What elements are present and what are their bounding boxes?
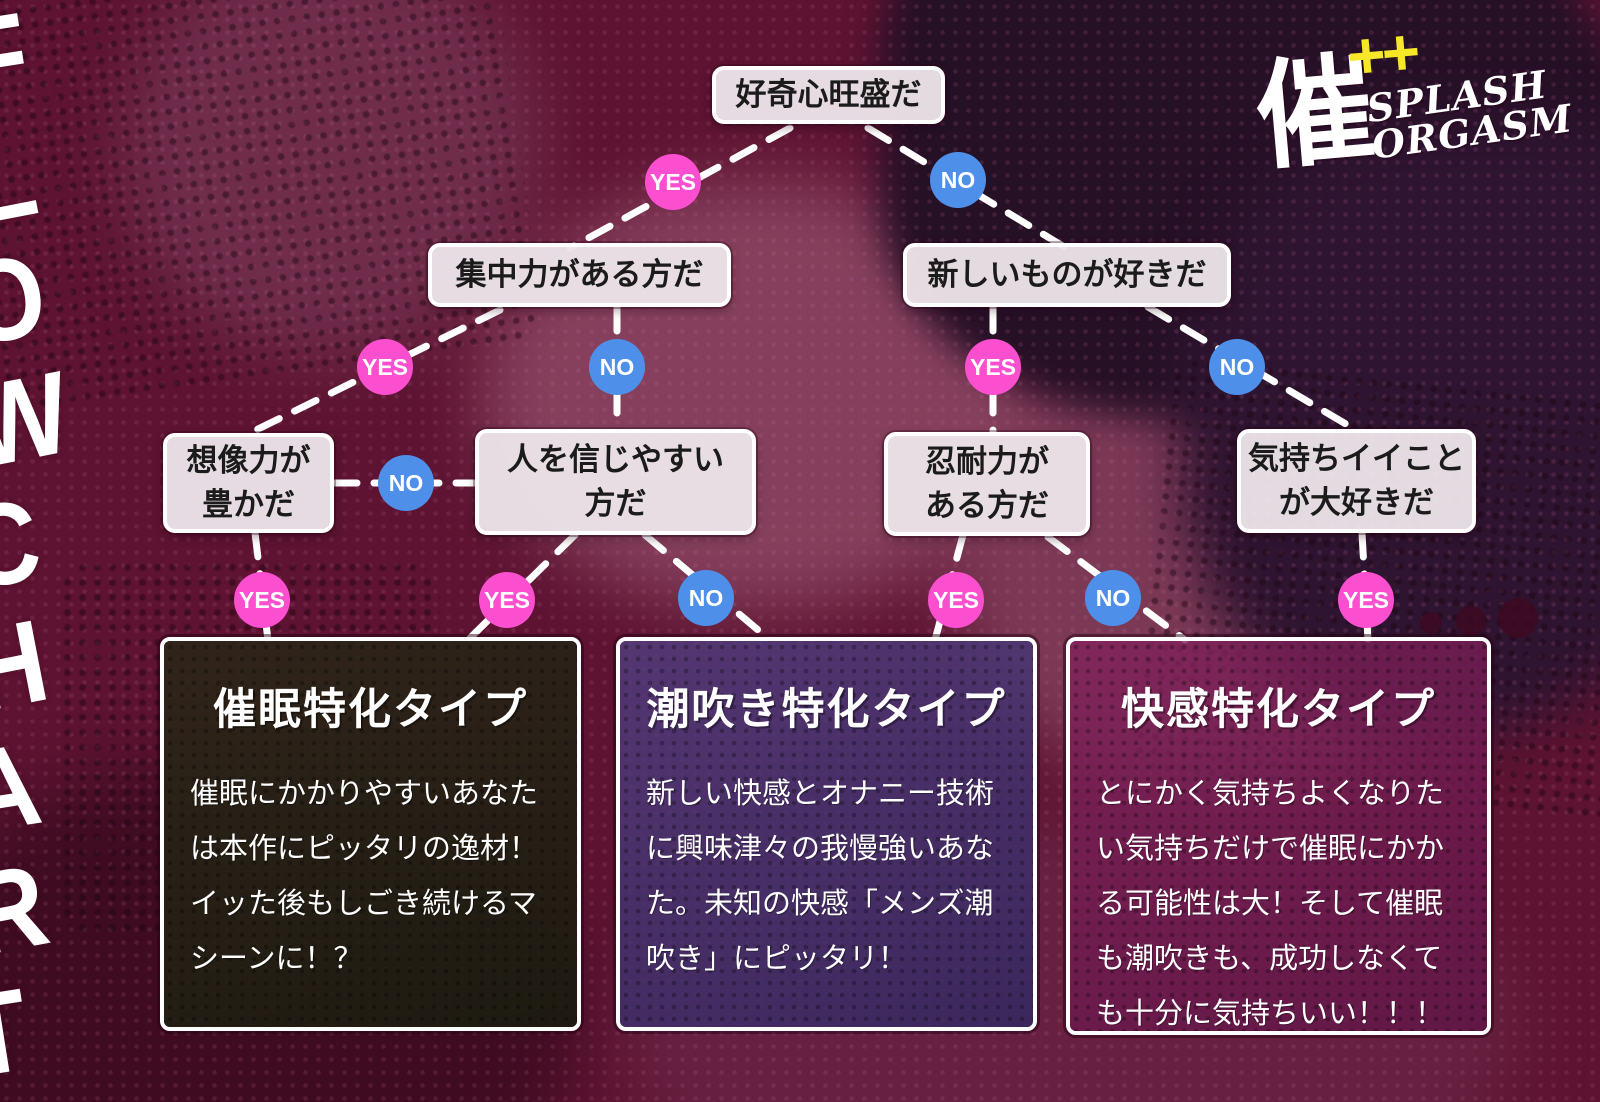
connector-trusting-yes-result1 (464, 531, 579, 644)
result-description: 新しい快感とオナニー技術に興味津々の我慢強いあなた。未知の快感「メンズ潮吹き」に… (646, 778, 995, 976)
result-description: 催眠にかかりやすいあなたは本作にピッタリの逸材！イッた後もしごき続けるマシーンに… (190, 778, 539, 976)
result-card-squirting-type: 潮吹き特化タイプ 新しい快感とオナニー技術に興味津々の我慢強いあなた。未知の快感… (616, 637, 1037, 1031)
question-node-trusting: 人を信じやすい 方だ (475, 429, 756, 535)
badge-yes: YES (645, 154, 701, 210)
decorative-dot (1420, 612, 1442, 634)
badge-no: NO (1085, 570, 1141, 626)
badge-no: NO (1209, 339, 1265, 395)
question-node-likes-new-things: 新しいものが好きだ (903, 243, 1231, 307)
decorative-dot (1498, 598, 1538, 638)
badge-yes: YES (1338, 572, 1394, 628)
result-title: 潮吹き特化タイプ (646, 686, 1007, 734)
decorative-dot (1456, 606, 1486, 636)
badge-yes: YES (928, 572, 984, 628)
question-node-patience: 忍耐力が ある方だ (884, 432, 1090, 536)
result-card-pleasure-type: 快感特化タイプ とにかく気持ちよくなりたい気持ちだけで催眠にかかる可能性は大！そ… (1066, 637, 1491, 1035)
badge-no: NO (378, 455, 434, 511)
result-card-tint (620, 641, 1033, 1027)
result-title: 快感特化タイプ (1121, 686, 1436, 734)
badge-no: NO (678, 570, 734, 626)
badge-no: NO (589, 339, 645, 395)
result-card-hypnosis-type: 催眠特化タイプ 催眠にかかりやすいあなたは本作にピッタリの逸材！イッた後もしごき… (160, 637, 581, 1031)
badge-no: NO (930, 152, 986, 208)
question-node-curiosity: 好奇心旺盛だ (712, 66, 945, 124)
vertical-letter: T (0, 964, 38, 1102)
vertical-flowchart-title: F L O W C H A R T (0, 0, 94, 1102)
connector-root-no (864, 124, 1070, 252)
question-node-imagination: 想像力が 豊かだ (163, 433, 334, 533)
badge-yes: YES (965, 339, 1021, 395)
badge-yes: YES (479, 572, 535, 628)
result-description: とにかく気持ちよくなりたい気持ちだけで催眠にかかる可能性は大！そして催眠も潮吹き… (1096, 778, 1445, 1031)
result-title: 催眠特化タイプ (213, 686, 528, 734)
result-card-tint (1070, 641, 1487, 1031)
result-card-tint (164, 641, 577, 1027)
question-node-concentration: 集中力がある方だ (428, 243, 731, 307)
badge-yes: YES (357, 339, 413, 395)
badge-yes: YES (234, 572, 290, 628)
question-node-loves-pleasure: 気持ちイイこと が大好きだ (1237, 429, 1476, 533)
